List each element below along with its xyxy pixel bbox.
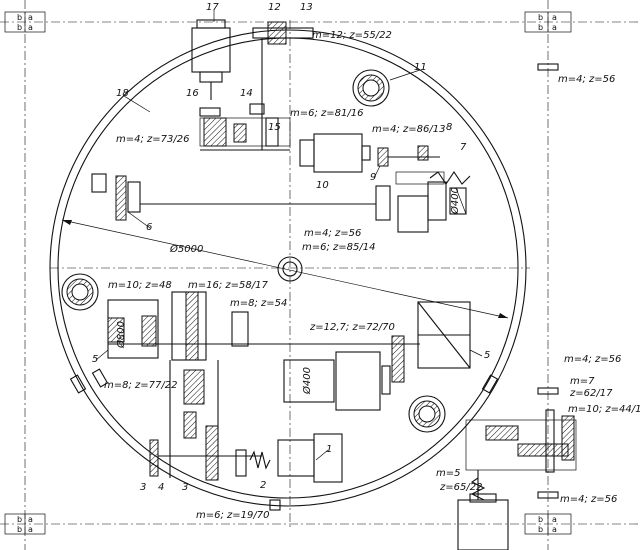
label-m6-81: m=6; z=81/16: [290, 108, 363, 119]
svg-text:a: a: [28, 23, 33, 32]
label-m7: m=7: [570, 376, 595, 387]
label-z62: z=62/17: [569, 388, 613, 399]
svg-text:3: 3: [182, 482, 188, 493]
label-m4-56-bottom: m=4; z=56: [560, 494, 617, 505]
label-m8-77: m=8; z=77/22: [104, 380, 177, 391]
svg-text:9: 9: [370, 172, 376, 183]
support-bottom-left: b a b a: [4, 513, 46, 535]
support-top-left: b a b a: [4, 11, 46, 33]
svg-text:5: 5: [484, 350, 490, 361]
svg-text:b: b: [17, 13, 22, 22]
svg-text:b: b: [538, 23, 543, 32]
svg-text:Ø400: Ø400: [301, 367, 313, 395]
svg-text:8: 8: [446, 122, 452, 133]
svg-text:5: 5: [92, 354, 98, 365]
svg-text:17: 17: [206, 2, 219, 13]
gearbox-5-left: [107, 291, 420, 361]
svg-text:4: 4: [158, 482, 164, 493]
dimension-labels: Ø400 Ø800 Ø400: [115, 187, 461, 395]
gearbox-bottom-right: [457, 409, 577, 550]
svg-text:1: 1: [326, 444, 332, 455]
label-m4-73: m=4; z=73/26: [116, 134, 189, 145]
gear-pair-12-13: [252, 21, 314, 150]
gearbox-upper-left: [199, 103, 291, 151]
bearing-11: [352, 69, 390, 107]
motor-17: [191, 19, 231, 100]
label-m4-56-right: m=4; z=56: [564, 354, 621, 365]
label-m4-56-mid: m=4; z=56: [304, 228, 361, 239]
svg-text:Ø400: Ø400: [449, 187, 461, 215]
label-m4-56-top: m=4; z=56: [558, 74, 615, 85]
gearbox-8-9: [377, 145, 471, 185]
svg-text:2: 2: [260, 480, 266, 491]
motor-center: [283, 351, 391, 411]
svg-text:3: 3: [140, 482, 146, 493]
label-m12: m=12; z=55/22: [312, 30, 392, 41]
support-top-right: b a b a: [524, 11, 572, 33]
label-z127: z=12,7; z=72/70: [309, 322, 395, 333]
label-m6-19: m=6; z=19/70: [196, 510, 269, 521]
motor-10: [299, 133, 371, 173]
gear-train-lower: [149, 360, 262, 481]
svg-text:a: a: [28, 515, 33, 524]
shaft-6: [91, 173, 467, 233]
svg-text:18: 18: [116, 88, 129, 99]
label-m6-85: m=6; z=85/14: [302, 242, 375, 253]
support-bottom-right: b a b a: [524, 513, 572, 535]
label-z65: z=65/22: [439, 482, 482, 493]
svg-text:15: 15: [268, 122, 281, 133]
central-hub: [277, 256, 303, 282]
svg-text:b: b: [538, 13, 543, 22]
bearing-left: [61, 273, 99, 311]
svg-text:b: b: [538, 515, 543, 524]
svg-text:11: 11: [414, 62, 427, 73]
svg-text:12: 12: [268, 2, 281, 13]
svg-text:Ø800: Ø800: [115, 321, 127, 349]
svg-text:a: a: [28, 525, 33, 534]
gearbox-5-right: [391, 301, 471, 383]
label-m8-54: m=8; z=54: [230, 298, 287, 309]
svg-text:10: 10: [316, 180, 329, 191]
svg-text:a: a: [28, 13, 33, 22]
svg-text:Ø5000: Ø5000: [169, 243, 203, 255]
svg-text:13: 13: [300, 2, 313, 13]
ring-joints: [69, 368, 499, 511]
label-m5: m=5: [436, 468, 460, 479]
svg-text:b: b: [538, 525, 543, 534]
motor-1: [249, 433, 343, 483]
svg-text:b: b: [17, 23, 22, 32]
label-m10-44: m=10; z=44/15: [568, 404, 640, 415]
svg-text:a: a: [552, 515, 557, 524]
svg-text:a: a: [552, 23, 557, 32]
svg-text:a: a: [552, 13, 557, 22]
label-m16-58: m=16; z=58/17: [188, 280, 268, 291]
bearing-bottom: [408, 395, 446, 433]
svg-text:b: b: [17, 525, 22, 534]
right-shaft-gears: [537, 63, 559, 499]
label-m10-48: m=10; z=48: [108, 280, 172, 291]
svg-text:a: a: [552, 525, 557, 534]
svg-text:14: 14: [240, 88, 253, 99]
gear-labels: m=12; z=55/22 m=4; z=56 m=6; z=81/16 m=4…: [104, 30, 640, 521]
svg-text:b: b: [17, 515, 22, 524]
label-m4-86: m=4; z=86/13: [372, 124, 445, 135]
leader-lines: [95, 10, 483, 461]
svg-text:7: 7: [460, 142, 467, 153]
svg-text:16: 16: [186, 88, 199, 99]
